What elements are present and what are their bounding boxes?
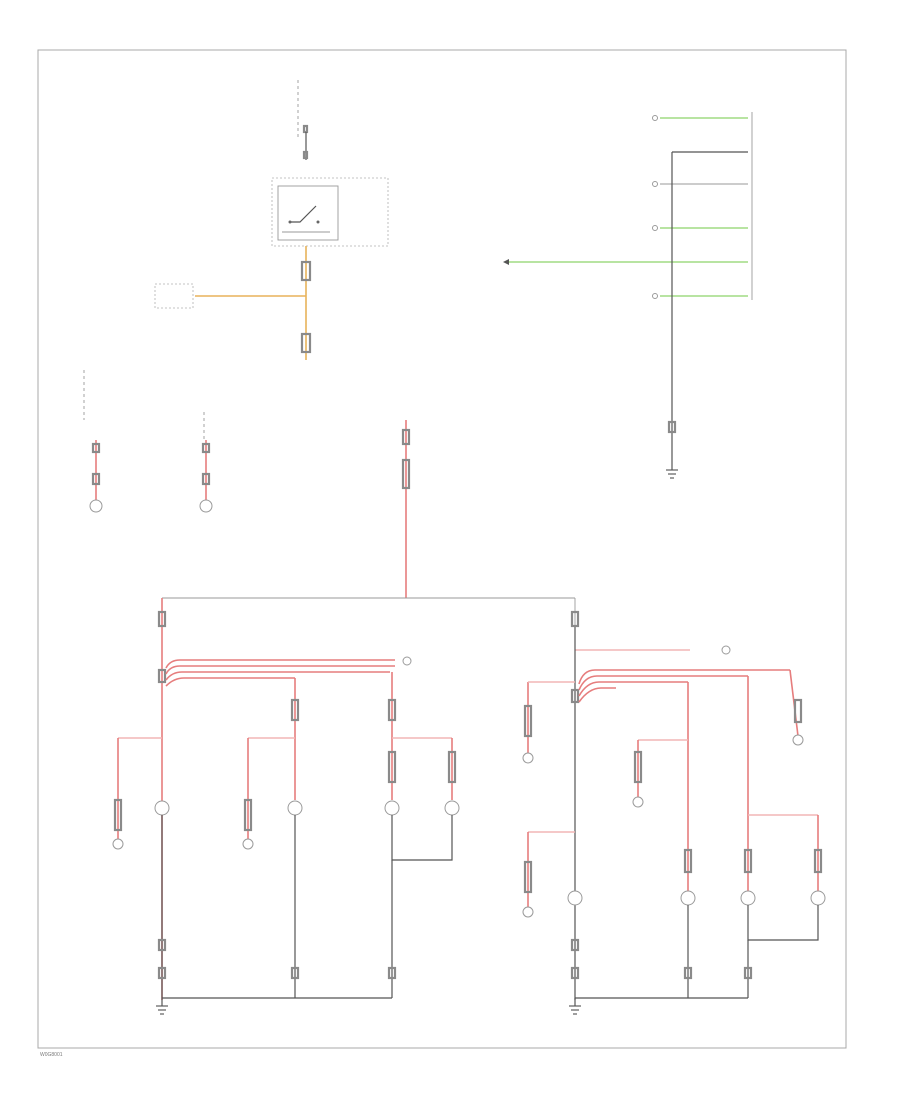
right-license-lamp-bulb-a: [740, 890, 756, 906]
left-license-lamp-bulb-a: [384, 800, 400, 816]
left-tail-lamp-bulb: [154, 800, 170, 816]
right-tail-lamp-cluster: [522, 610, 826, 1015]
tail-lamp-main-feed: [162, 420, 576, 625]
left-license-lamp-bulb-b: [444, 800, 460, 816]
left-license-socket: [242, 838, 254, 850]
right-license-socket: [632, 796, 644, 808]
right-license-lamp-bulb-b: [810, 890, 826, 906]
fuse-panel-section: [154, 80, 389, 360]
headlight-switch-box: [271, 177, 389, 247]
illumination-box: [154, 283, 194, 309]
footer-code: W0G8001: [40, 1052, 63, 1058]
front-marker-feeds: [83, 370, 213, 513]
left-stop-lamp-bulb: [287, 800, 303, 816]
right-trailer-socket: [792, 734, 804, 746]
diagram-frame: [37, 49, 847, 1049]
left-rear-marker-socket: [112, 838, 124, 850]
trailer-connector-section: [503, 112, 753, 479]
right-rear-marker-socket: [522, 752, 534, 764]
right-stop-lamp-bulb: [680, 890, 696, 906]
right-rear-side-socket: [522, 906, 534, 918]
right-tail-lamp-bulb: [567, 890, 583, 906]
left-tail-lamp-cluster: [112, 598, 460, 1015]
right-front-marker-bulb: [199, 499, 213, 513]
left-front-marker-bulb: [89, 499, 103, 513]
